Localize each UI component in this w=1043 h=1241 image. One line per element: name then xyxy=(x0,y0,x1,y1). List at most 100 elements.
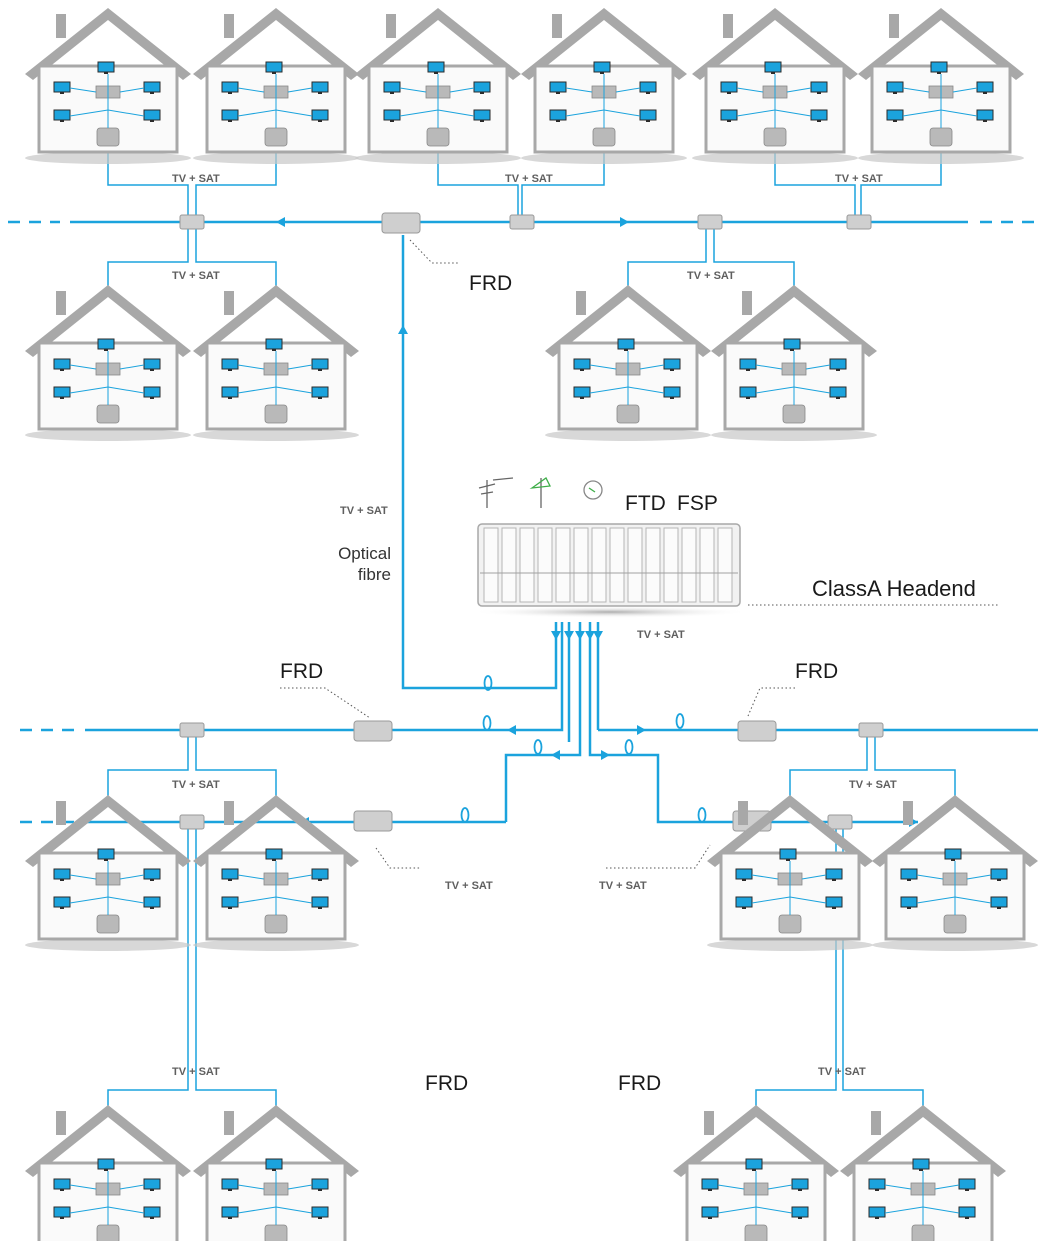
tv-icon xyxy=(311,358,329,371)
tv-icon xyxy=(53,1178,71,1191)
tv-icon xyxy=(825,868,843,881)
ftd-label: FTD xyxy=(625,492,666,515)
fibre-loops xyxy=(460,675,707,823)
tv-icon xyxy=(311,386,329,399)
tv-icon xyxy=(473,81,491,94)
tv-icon xyxy=(221,896,239,909)
tv-icon xyxy=(221,1206,239,1219)
house-icon xyxy=(692,8,858,164)
tv-icon xyxy=(958,1206,976,1219)
frd-label: FRD xyxy=(618,1072,661,1095)
tv-icon xyxy=(143,1178,161,1191)
tv-icon xyxy=(53,1206,71,1219)
tv-sat-label: TV + SAT xyxy=(687,270,735,282)
tv-icon xyxy=(265,338,283,351)
house-icon xyxy=(25,795,191,951)
tv-icon xyxy=(143,896,161,909)
tv-icon xyxy=(97,848,115,861)
tv-sat-label: TV + SAT xyxy=(340,505,388,517)
tv-icon xyxy=(779,848,797,861)
tv-icon xyxy=(739,386,757,399)
tv-sat-label: TV + SAT xyxy=(445,880,493,892)
tv-icon xyxy=(573,386,591,399)
tv-icon xyxy=(97,61,115,74)
tap-icon xyxy=(858,722,884,738)
headend-label: ClassA Headend xyxy=(812,576,976,601)
tv-icon xyxy=(810,109,828,122)
tv-icon xyxy=(990,868,1008,881)
frd-label: FRD xyxy=(469,272,512,295)
tv-icon xyxy=(53,109,71,122)
frd-icon xyxy=(353,720,393,742)
tv-icon xyxy=(311,868,329,881)
headend-icon xyxy=(470,523,750,618)
frd-label: FRD xyxy=(280,660,323,683)
tv-icon xyxy=(573,358,591,371)
house-icon xyxy=(25,1105,191,1241)
taps xyxy=(179,214,884,830)
frd-icon xyxy=(737,720,777,742)
tv-icon xyxy=(143,1206,161,1219)
fsp-label: FSP xyxy=(677,492,718,515)
tv-icon xyxy=(311,81,329,94)
house-icon xyxy=(25,285,191,441)
tv-icon xyxy=(976,81,994,94)
tv-icon xyxy=(825,896,843,909)
tv-sat-label: TV + SAT xyxy=(505,173,553,185)
house-icon xyxy=(193,8,359,164)
tv-icon xyxy=(900,868,918,881)
tv-icon xyxy=(663,386,681,399)
house-icon xyxy=(193,795,359,951)
tv-icon xyxy=(639,81,657,94)
tv-icon xyxy=(53,896,71,909)
tv-sat-label: TV + SAT xyxy=(599,880,647,892)
tv-icon xyxy=(886,81,904,94)
tap-icon xyxy=(509,214,535,230)
tv-icon xyxy=(97,338,115,351)
tv-icon xyxy=(383,109,401,122)
houses xyxy=(25,8,1038,1241)
house-icon xyxy=(545,285,711,441)
house-icon xyxy=(193,285,359,441)
house-icon xyxy=(673,1105,839,1241)
tv-icon xyxy=(473,109,491,122)
tv-icon xyxy=(735,868,753,881)
tv-sat-label: TV + SAT xyxy=(172,270,220,282)
frd-label: FRD xyxy=(795,660,838,683)
tv-icon xyxy=(143,386,161,399)
tv-icon xyxy=(701,1178,719,1191)
tv-icon xyxy=(868,1178,886,1191)
antenna-icon xyxy=(478,477,603,508)
tv-icon xyxy=(143,868,161,881)
tv-icon xyxy=(311,109,329,122)
tv-sat-label: TV + SAT xyxy=(818,1066,866,1078)
tv-sat-label: TV + SAT xyxy=(849,779,897,791)
house-icon xyxy=(521,8,687,164)
tv-sat-label: TV + SAT xyxy=(172,173,220,185)
tv-icon xyxy=(976,109,994,122)
tv-icon xyxy=(720,109,738,122)
tap-icon xyxy=(179,722,205,738)
tv-icon xyxy=(791,1206,809,1219)
tv-icon xyxy=(311,1178,329,1191)
tv-icon xyxy=(593,61,611,74)
tv-icon xyxy=(53,386,71,399)
house-icon xyxy=(872,795,1038,951)
house-icon xyxy=(711,285,877,441)
tv-icon xyxy=(739,358,757,371)
tv-icon xyxy=(143,358,161,371)
tv-icon xyxy=(829,358,847,371)
tv-icon xyxy=(701,1206,719,1219)
tv-icon xyxy=(143,81,161,94)
house-icon xyxy=(25,8,191,164)
tv-icon xyxy=(900,896,918,909)
tv-icon xyxy=(221,81,239,94)
tv-icon xyxy=(886,109,904,122)
tv-icon xyxy=(944,848,962,861)
tv-icon xyxy=(549,109,567,122)
house-icon xyxy=(193,1105,359,1241)
house-icon xyxy=(707,795,873,951)
tv-icon xyxy=(53,868,71,881)
tv-icon xyxy=(221,109,239,122)
